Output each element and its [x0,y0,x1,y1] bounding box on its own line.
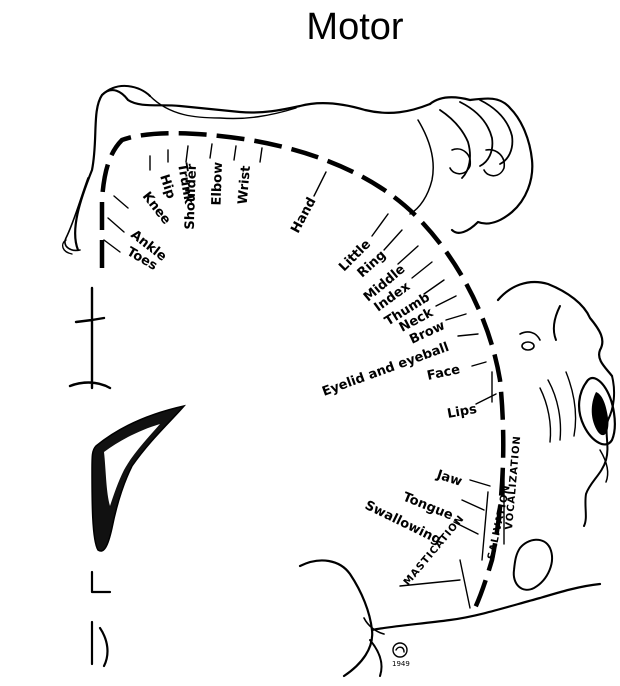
brain-section-fragments [70,288,600,676]
label-wrist: Wrist [236,165,254,205]
label-hand: Hand [288,195,319,236]
body-part-labels: Toes Ankle Knee Hip Trunk Shoulder Elbow… [124,162,523,588]
label-hip: Hip [156,173,178,201]
artist-signature-icon: 1949 [392,643,410,668]
label-lips: Lips [446,402,478,422]
label-face: Face [426,362,462,384]
label-elbow: Elbow [209,162,226,206]
label-jaw: Jaw [434,467,464,489]
signature-year: 1949 [392,660,410,668]
label-vocalization: VOCALIZATION [504,435,523,530]
label-shoulder: Shoulder [183,163,200,230]
homunculus-drawing-icon [63,86,615,590]
